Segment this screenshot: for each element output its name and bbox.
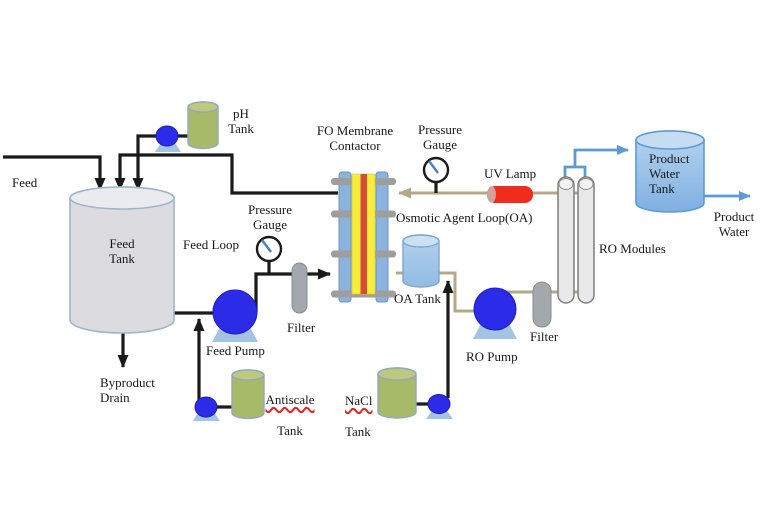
feed-return-line [114, 153, 338, 195]
uv-lamp [487, 186, 533, 203]
oa-tank-label: OA Tank [394, 291, 441, 306]
nacl-tank-label: NaCl Tank [345, 378, 389, 439]
pressure-gauge-oa-icon [422, 156, 450, 184]
pressure-gauge-feed-icon [255, 235, 283, 263]
antiscale-tank-word: Tank [277, 422, 303, 438]
nacl-word: NaCl [345, 393, 373, 409]
product-water-label: Product Water [713, 209, 755, 240]
antiscale-word: Antiscale [265, 392, 315, 408]
nacl-tank-word: Tank [345, 423, 371, 439]
ro-pump [473, 287, 517, 339]
fo-membrane-contactor [331, 171, 396, 303]
permeate-to-tank-line [573, 145, 629, 167]
filter-oa [532, 281, 552, 328]
filter-oa-label: Filter [530, 329, 559, 344]
nacl-pump [426, 394, 453, 419]
osmotic-agent-loop-label: Osmotic Agent Loop(OA) [396, 210, 533, 225]
byproduct-drain-label: Byproduct Drain [100, 375, 155, 406]
ro-module-right [577, 176, 595, 304]
pressure-gauge-feed-label: Pressure Gauge [247, 202, 293, 233]
ph-pump [155, 125, 181, 152]
ph-tank-label: pH Tank [228, 106, 254, 137]
oa-tank [402, 234, 440, 288]
product-water-tank [635, 130, 705, 213]
feed-pump [212, 289, 258, 342]
pressure-gauge-oa-label: Pressure Gauge [417, 122, 463, 153]
fo-membrane-contactor-label: FO Membrane Contactor [316, 123, 394, 154]
product-lines [563, 145, 751, 201]
ro-modules [557, 176, 595, 304]
feed-pump-label: Feed Pump [206, 343, 265, 358]
product-water-tank-label: Product Water Tank [649, 151, 690, 196]
antiscale-tank [231, 369, 265, 420]
filter-feed [291, 262, 308, 314]
ro-module-left [557, 176, 575, 304]
feed-tank-label: Feed Tank [109, 236, 135, 267]
ro-pump-label: RO Pump [466, 349, 518, 364]
antiscale-pump [193, 396, 220, 421]
feed-loop-label: Feed Loop [183, 237, 239, 252]
ph-tank [187, 101, 219, 150]
nacl-tank [377, 367, 417, 419]
ro-modules-label: RO Modules [599, 241, 666, 256]
feed-tank [69, 186, 175, 334]
feed-inlet-line [3, 155, 106, 191]
feed-label: Feed [12, 175, 38, 190]
filter-feed-label: Filter [287, 320, 316, 335]
uv-lamp-label: UV Lamp [484, 166, 537, 181]
antiscale-tank-label: Antiscale Tank [260, 377, 320, 438]
